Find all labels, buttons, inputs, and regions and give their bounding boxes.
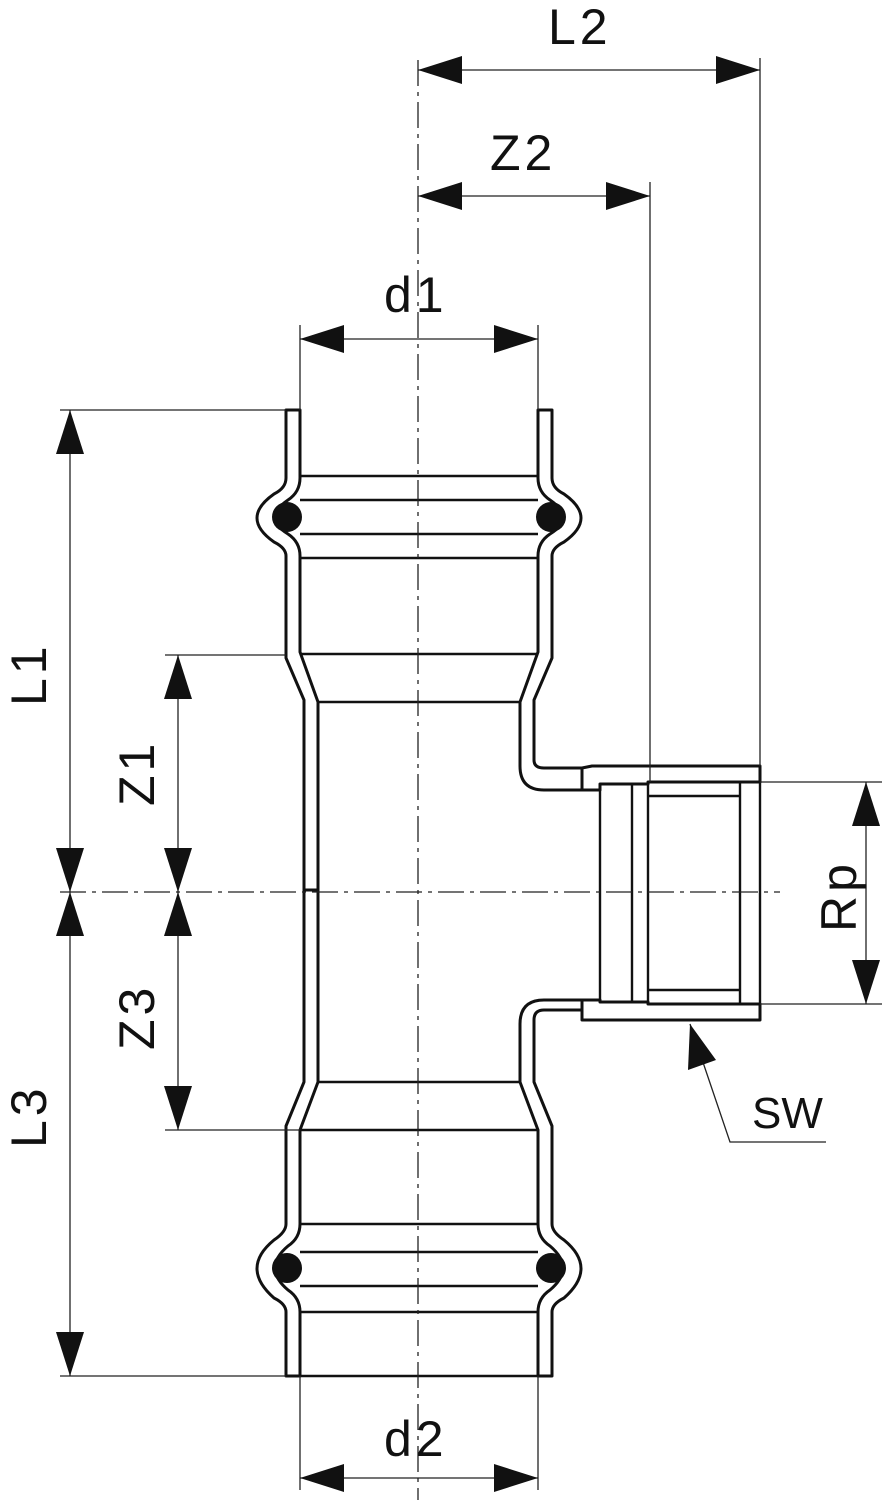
label-d2: d2 [384, 1411, 448, 1467]
label-z3: Z3 [109, 984, 165, 1050]
label-sw: SW [752, 1089, 823, 1138]
label-rp: Rp [811, 860, 867, 932]
o-ring-upper-right [536, 502, 566, 532]
label-z2: Z2 [490, 125, 556, 181]
branch-boss-top [580, 764, 762, 792]
right-wall-upper [518, 408, 584, 792]
right-wall-lower [518, 998, 584, 1378]
leader-sw [688, 1023, 826, 1143]
dimension-d2 [300, 1464, 538, 1492]
branch-bore [598, 766, 762, 1020]
o-ring-upper-left [272, 502, 302, 532]
fitting-body [255, 408, 762, 1378]
left-wall-lower [255, 888, 320, 1378]
label-d1: d1 [384, 267, 448, 323]
label-z1: Z1 [109, 740, 165, 806]
dimension-l3 [56, 892, 84, 1376]
label-l1: L1 [1, 642, 57, 706]
center-lines [60, 60, 780, 1500]
extension-lines [60, 58, 882, 1490]
lower-socket-lines [286, 1080, 552, 1378]
label-l2: L2 [548, 0, 612, 55]
label-l3: L3 [1, 1084, 57, 1148]
upper-socket-lines [300, 474, 538, 704]
dimension-rp [852, 782, 880, 1004]
dimension-z3 [164, 892, 192, 1130]
o-ring-lower-left [272, 1253, 302, 1283]
dimension-d1 [300, 325, 538, 353]
left-wall-upper [255, 408, 320, 892]
dimension-z1 [164, 655, 192, 892]
o-ring-lower-right [536, 1253, 566, 1283]
dimension-z2 [418, 182, 650, 210]
dimension-l2 [418, 56, 760, 84]
dimension-l1 [56, 410, 84, 892]
